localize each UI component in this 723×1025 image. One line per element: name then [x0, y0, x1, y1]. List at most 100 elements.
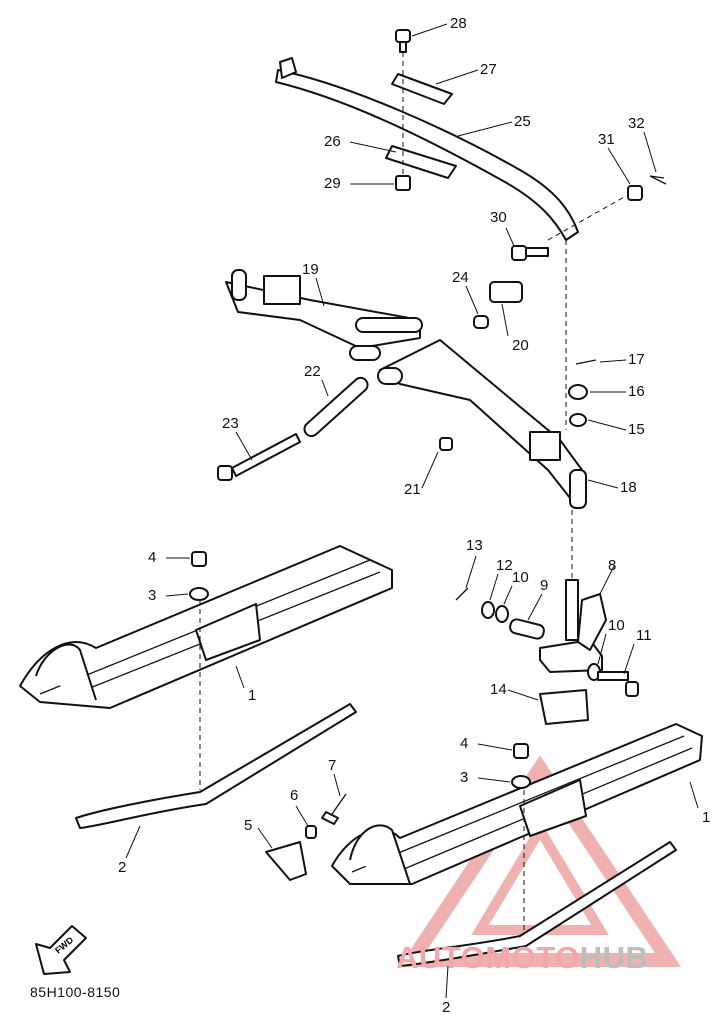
callout-10b: 10 [608, 617, 625, 634]
washer-15 [569, 413, 587, 427]
lower-arm [377, 339, 587, 509]
clip-6 [305, 825, 317, 839]
washer-3-right [511, 775, 531, 789]
spindle [539, 579, 607, 673]
nut-4-left [191, 551, 207, 567]
leader-line-8 [599, 565, 615, 595]
leader-line-30 [505, 227, 515, 247]
leader-line-2b [445, 965, 449, 999]
bolt-30 [511, 245, 549, 261]
callout-9: 9 [540, 577, 548, 594]
callout-16: 16 [628, 383, 645, 400]
callout-3a: 3 [148, 587, 156, 604]
callout-24: 24 [452, 269, 469, 286]
leader-line-32 [643, 131, 657, 173]
assembly-line [547, 195, 627, 241]
collar-24 [473, 315, 489, 329]
callout-28: 28 [450, 15, 467, 32]
damper-14 [539, 689, 589, 725]
callout-6: 6 [290, 787, 298, 804]
callout-18: 18 [620, 479, 637, 496]
leader-line-7 [333, 773, 341, 797]
leader-line-15 [587, 419, 627, 431]
callout-3b: 3 [460, 769, 468, 786]
callout-22: 22 [304, 363, 321, 380]
callout-17: 17 [628, 351, 645, 368]
callout-8: 8 [608, 557, 616, 574]
callout-23: 23 [222, 415, 239, 432]
callout-15: 15 [628, 421, 645, 438]
washer-3-left [189, 587, 209, 601]
leader-line-9 [527, 593, 543, 621]
washer-10-left [495, 605, 509, 623]
nut-29 [395, 175, 411, 191]
leader-line-5 [257, 827, 273, 849]
leader-line-20 [501, 303, 509, 337]
leader-line-3a [165, 593, 189, 597]
leader-line-6 [295, 805, 309, 827]
runner-right [397, 841, 677, 967]
callout-13: 13 [466, 537, 483, 554]
leader-line-12 [489, 573, 499, 601]
callout-20: 20 [512, 337, 529, 354]
nut-21 [439, 437, 453, 451]
leaf-spring [275, 57, 579, 241]
callout-10a: 10 [512, 569, 529, 586]
leader-line-21 [421, 451, 439, 489]
pin-13 [455, 587, 469, 601]
upper-arm [225, 269, 423, 361]
rubber-mount-20 [489, 281, 523, 303]
leader-line-11 [623, 643, 635, 675]
callout-4a: 4 [148, 549, 156, 566]
pin-32 [649, 175, 667, 185]
bushing-12 [481, 601, 495, 619]
callout-21: 21 [404, 481, 421, 498]
leader-line-14 [507, 689, 539, 701]
callout-7: 7 [328, 757, 336, 774]
ski-left [19, 545, 393, 709]
leader-line-4b [477, 743, 513, 751]
callout-27: 27 [480, 61, 497, 78]
leader-line-1a [235, 665, 245, 689]
leader-line-10b [597, 633, 607, 665]
callout-26: 26 [324, 133, 341, 150]
ski-right [331, 723, 703, 885]
watermark-text: AUTOMOTOHUB [396, 940, 648, 976]
callout-5: 5 [244, 817, 252, 834]
leader-line-18 [587, 479, 619, 489]
leader-line-26 [349, 141, 397, 153]
callout-31: 31 [598, 131, 615, 148]
callout-29: 29 [324, 175, 341, 192]
callout-30: 30 [490, 209, 507, 226]
bolt-11 [597, 671, 639, 697]
leader-line-27 [435, 69, 479, 85]
callout-1b: 1 [702, 809, 710, 826]
watermark-text-part2: HUB [579, 940, 649, 975]
leader-line-13 [465, 555, 477, 589]
callout-25: 25 [514, 113, 531, 130]
watermark-text-part1: AUTOMOTO [396, 940, 580, 975]
callout-2b: 2 [442, 999, 450, 1016]
leader-line-1b [689, 781, 699, 809]
callout-11: 11 [636, 627, 652, 644]
leader-line-2a [125, 825, 141, 859]
nut-4-right [513, 743, 529, 759]
diagram-code: 85H100-8150 [30, 984, 121, 1000]
callout-32: 32 [628, 115, 645, 132]
callout-1a: 1 [248, 687, 256, 704]
collar-9 [509, 618, 545, 640]
runner-left [75, 703, 357, 829]
leader-line-31 [607, 147, 631, 185]
bracket-5 [265, 841, 307, 881]
nut-31 [627, 185, 643, 201]
callout-14: 14 [490, 681, 507, 698]
bolt-23 [217, 433, 301, 481]
leader-line-19 [315, 277, 325, 307]
leader-line-25 [457, 121, 513, 137]
leader-line-22 [321, 379, 329, 397]
bolt-28 [395, 29, 411, 53]
callout-19: 19 [302, 261, 319, 278]
leader-line-24 [465, 285, 479, 315]
